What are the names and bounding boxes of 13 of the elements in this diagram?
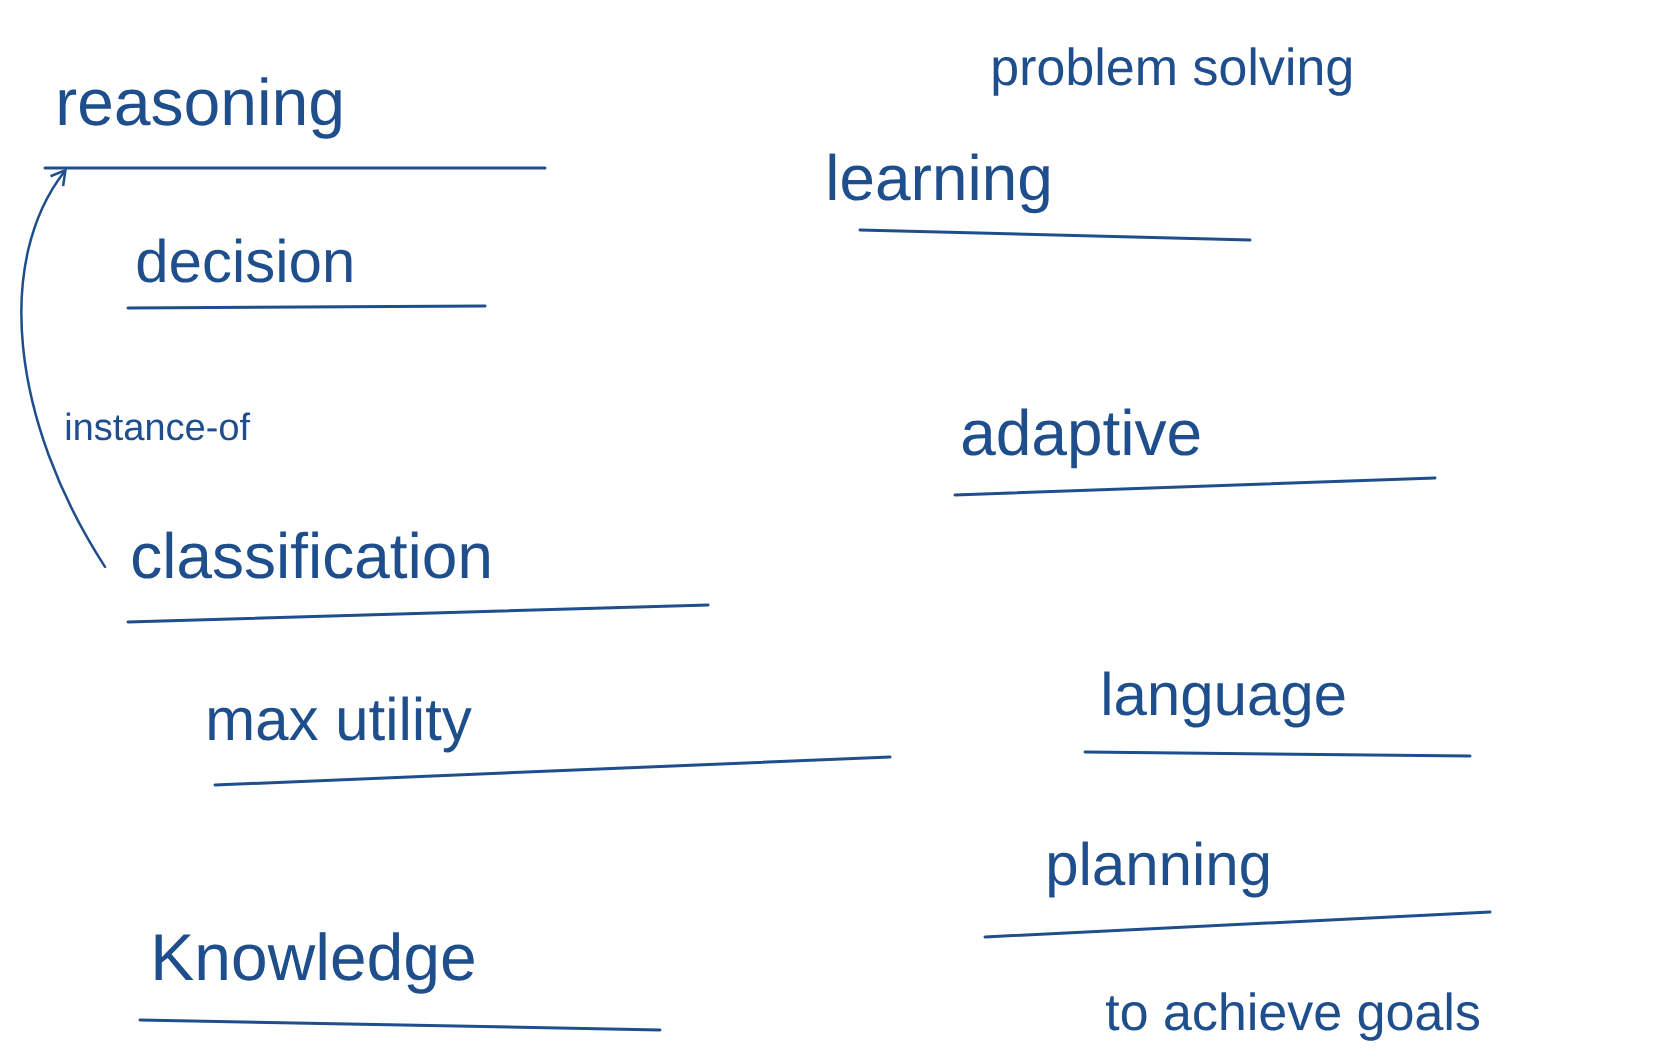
handwritten-text: problem solving [993, 47, 1351, 96]
underlined-word: decision [126, 238, 487, 310]
underlined-word: planning [983, 841, 1492, 939]
underlined-word: Knowledge [138, 932, 662, 1032]
underlined-word: reasoning [43, 77, 547, 170]
underlined-word: classification [126, 531, 710, 624]
underlined-word: language [1083, 671, 1472, 758]
underlined-word: adaptive [953, 408, 1437, 497]
edge-label: instance-of [62, 410, 253, 443]
arrow [20, 168, 107, 569]
underlined-word: learning [829, 153, 1252, 242]
handwritten-text: to achieve goals [1106, 992, 1480, 1041]
underlined-word: max utility [209, 696, 892, 787]
